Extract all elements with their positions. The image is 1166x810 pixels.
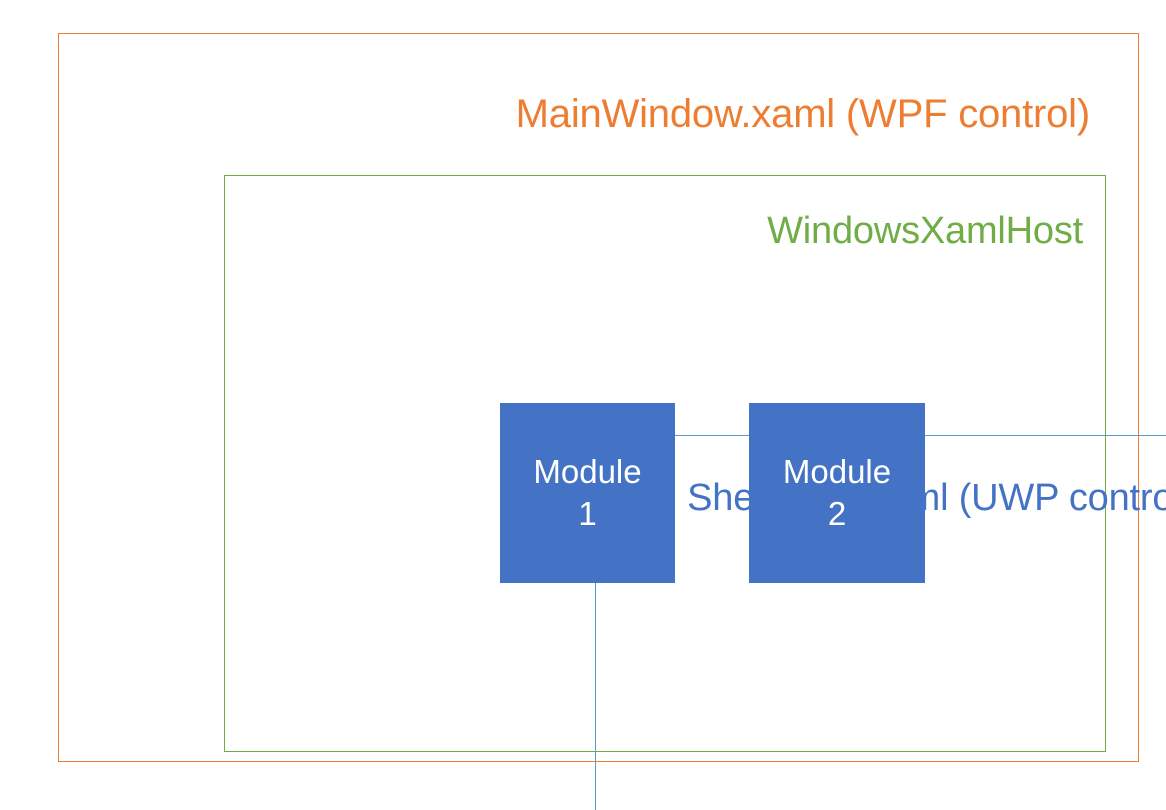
label-windowsxamlhost: WindowsXamlHost — [767, 210, 1083, 252]
module-box-1: Module 1 — [500, 403, 675, 583]
module-box-2: Module 2 — [749, 403, 925, 583]
module-2-title: Module — [782, 452, 892, 490]
module-2-number: 2 — [827, 495, 847, 532]
container-mainwindow-xaml: MainWindow.xaml (WPF control) WindowsXam… — [58, 33, 1166, 810]
module-1-number: 1 — [578, 495, 597, 532]
label-mainwindow-xaml: MainWindow.xaml (WPF control) — [515, 92, 1091, 136]
module-1-title: Module — [533, 452, 642, 490]
